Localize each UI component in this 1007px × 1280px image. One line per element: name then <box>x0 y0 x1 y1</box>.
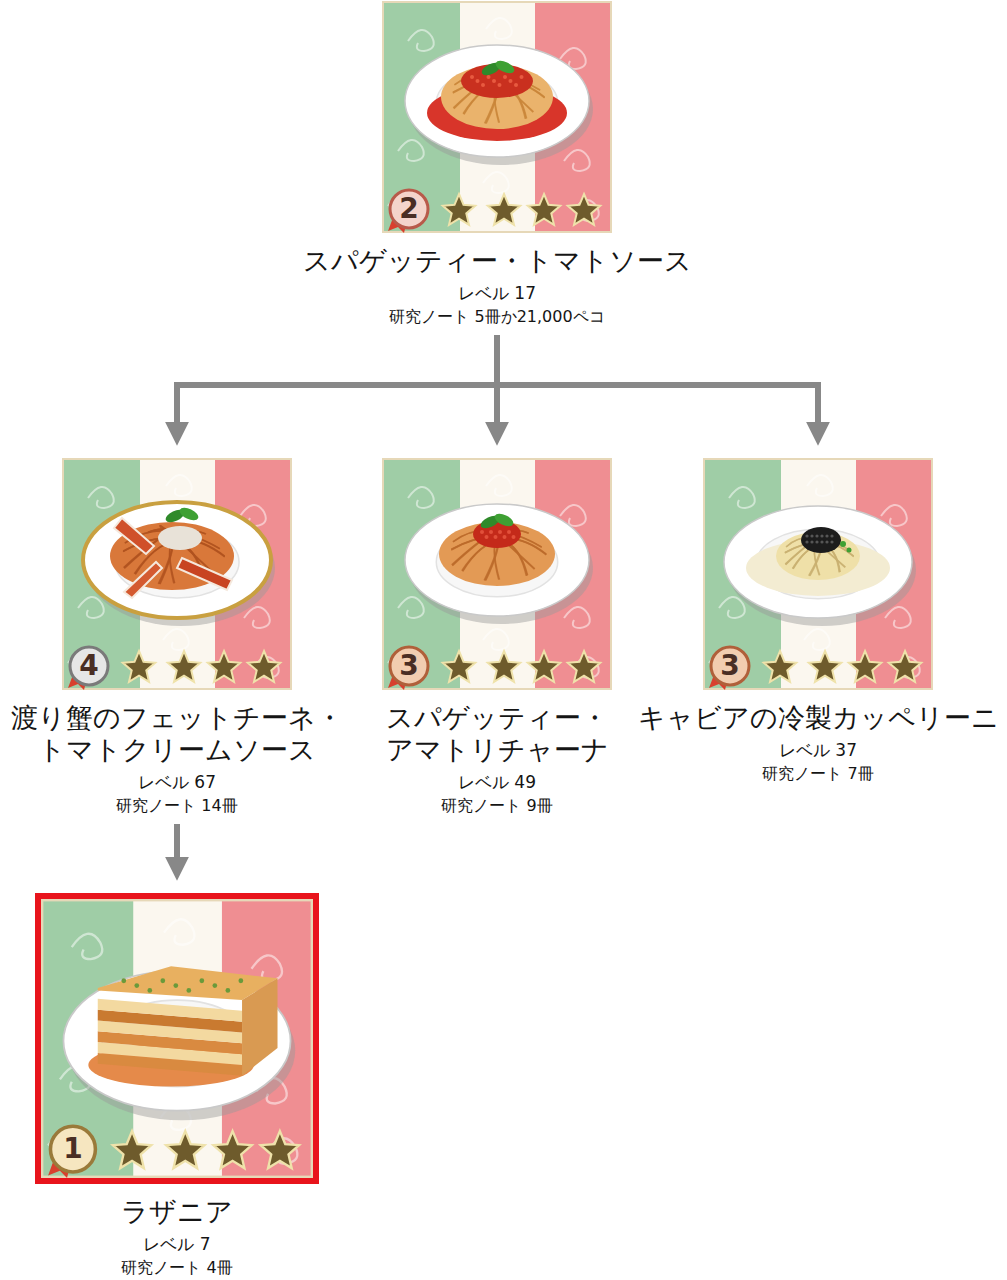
level-text: レベル 17 <box>277 281 717 305</box>
badge-number: 2 <box>391 191 427 227</box>
level-text: レベル 37 <box>633 738 1003 762</box>
recipe-node: 4 渡り蟹のフェットチーネ・ トマトクリームソースレベル 67研究ノート 14冊 <box>7 458 347 818</box>
recipe-card: 3 <box>703 458 933 690</box>
cost-text: 研究ノート 4冊 <box>17 1256 337 1280</box>
recipe-node: 3 スパゲッティー・ アマトリチャーナレベル 49研究ノート 9冊 <box>347 458 647 818</box>
dish-name: キャビアの冷製カッペリーニ <box>633 702 1003 734</box>
dish-name: ラザニア <box>17 1196 337 1228</box>
recipe-card: 3 <box>382 458 612 690</box>
recipe-card: 2 <box>382 1 612 233</box>
badge-number: 3 <box>391 648 427 684</box>
arrow-connector <box>497 335 818 429</box>
cost-text: 研究ノート 14冊 <box>7 794 347 818</box>
recipe-node: 1 ラザニアレベル 7研究ノート 4冊 <box>17 893 337 1280</box>
recipe-node: 2 スパゲッティー・トマトソースレベル 17研究ノート 5冊か21,000ペコ <box>277 1 717 329</box>
recipe-card: 4 <box>62 458 292 690</box>
dish-name: 渡り蟹のフェットチーネ・ トマトクリームソース <box>7 702 347 766</box>
level-text: レベル 67 <box>7 770 347 794</box>
level-text: レベル 49 <box>347 770 647 794</box>
cost-text: 研究ノート 9冊 <box>347 794 647 818</box>
dish-name: スパゲッティー・トマトソース <box>277 245 717 277</box>
recipe-node: 3 キャビアの冷製カッペリーニレベル 37研究ノート 7冊 <box>633 458 1003 786</box>
dish-name: スパゲッティー・ アマトリチャーナ <box>347 702 647 766</box>
badge-number: 3 <box>712 648 748 684</box>
arrow-connector <box>177 335 497 429</box>
cost-text: 研究ノート 7冊 <box>633 762 1003 786</box>
level-text: レベル 7 <box>17 1232 337 1256</box>
badge-number: 1 <box>55 1131 91 1167</box>
arrow-connector <box>174 824 180 864</box>
recipe-card: 1 <box>35 893 319 1184</box>
badge-number: 4 <box>71 648 107 684</box>
cost-text: 研究ノート 5冊か21,000ペコ <box>277 305 717 329</box>
